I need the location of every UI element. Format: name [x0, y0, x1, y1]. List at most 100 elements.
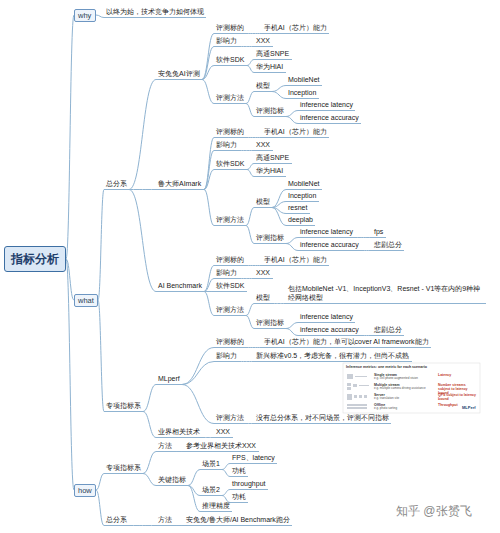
topic: 手机AI（芯片）能力 [262, 127, 329, 138]
topic: 专项指标系 [104, 463, 143, 474]
branch-line [246, 33, 262, 34]
branch-line [239, 361, 254, 362]
topic-text: inference accuracy [300, 113, 359, 122]
topic-text: 评测标的 [216, 255, 244, 264]
branch-line [174, 451, 184, 452]
branch-line [247, 60, 254, 66]
topic-text: 指标分析 [11, 252, 59, 266]
branch-line [246, 226, 254, 244]
topic: 高通SNPE [254, 153, 292, 164]
topic: 总分系 [104, 515, 129, 526]
scenario-example: e.g. photo sorting [374, 407, 397, 410]
topic-text: 推理精度 [202, 501, 230, 510]
topic-text: 评测指标 [256, 318, 284, 327]
topic: 评测方法 [214, 305, 246, 316]
topic-text: 评测方法 [216, 93, 244, 102]
topic: MobileNet [286, 179, 322, 190]
branch-line [355, 237, 372, 238]
topic: 模型 [254, 81, 272, 92]
topic-text: 华为HiAI [256, 62, 284, 71]
branch-topic: why [74, 9, 96, 22]
topic: 华为HiAI [254, 166, 286, 177]
topic: deeplab [286, 215, 315, 226]
topic: 评测指标 [254, 106, 286, 117]
branch-line [246, 304, 254, 316]
topic-text: 以终为始，技术竞争力如何体现 [106, 7, 204, 16]
topic-text: how [78, 486, 92, 495]
topic-text: 新兴标准v0.5，考虑完备，很有潜力，但尚不成熟 [256, 351, 410, 360]
topic-text: resnet [288, 203, 308, 212]
topic: 功耗 [230, 466, 248, 477]
branch-line [129, 80, 156, 190]
topic-text: inference latency [300, 312, 353, 321]
topic-text: what [78, 296, 94, 305]
topic-text: 高通SNPE [256, 153, 290, 162]
topic: inference latency [298, 227, 355, 238]
topic-text: 方法 [158, 441, 172, 450]
topic: 推理精度 [200, 501, 232, 512]
branch-line [246, 104, 254, 117]
branch-line [204, 292, 214, 316]
topic: 以终为始，技术竞争力如何体现 [104, 7, 206, 18]
topic: 软件SDK [214, 159, 247, 170]
topic-text: 包括MobileNet -V1、InceptionV3、Resnet - V1等… [288, 284, 484, 302]
topic-text: 安兔兔AI评测 [158, 69, 200, 78]
scenario-metric: Latency [438, 373, 451, 377]
topic-text: 功耗 [232, 466, 246, 475]
topic: 软件SDK [214, 55, 247, 66]
root-topic: 指标分析 [4, 246, 66, 272]
branch-line [246, 265, 262, 266]
topic-text: 悲剧总分 [374, 325, 402, 334]
topic-text: 参考业界相关技术XXX [186, 441, 257, 450]
topic-text: 手机AI（芯片）能力 [264, 255, 327, 264]
scenario-metric: Throughput [438, 403, 458, 407]
topic-text: 专项指标系 [106, 463, 141, 472]
topic-text: 评测方法 [216, 215, 244, 224]
topic-text: 评测标的 [216, 23, 244, 32]
topic-text: 关键指标 [158, 475, 186, 484]
topic: 手机AI（芯片）能力，单可以cover AI framework能力 [262, 337, 431, 348]
branch-line [272, 202, 286, 208]
topic-text: MobileNet [288, 179, 320, 188]
topic: inference accuracy [298, 113, 361, 124]
topic-text: 影响力 [216, 351, 237, 360]
topic-text: 专项指标系 [106, 401, 141, 410]
topic: 影响力 [214, 268, 239, 279]
scenario-example: e.g. translation site [374, 397, 399, 400]
branch-line [129, 189, 156, 190]
topic: 模型 [254, 197, 272, 208]
scenario-metric: QPS subject to latency bound [438, 393, 476, 401]
branch-line [246, 137, 262, 138]
scenario-example: e.g. multiple camera driving assistance [374, 387, 426, 390]
branch-line [202, 47, 214, 80]
branch-line [222, 464, 230, 470]
topic: 没有总分体系，对不同场景，评测不同指标 [254, 413, 391, 424]
branch-line [239, 150, 254, 151]
topic: 评测标的 [214, 23, 246, 34]
topic: 评测方法 [214, 215, 246, 226]
branch-line [182, 362, 214, 385]
topic: 模型 [254, 293, 272, 304]
branch-line [188, 470, 200, 486]
topic-text: 功耗 [232, 492, 246, 501]
branch-line [272, 303, 286, 304]
topic-text: inference latency [300, 100, 353, 109]
topic: inference accuracy [298, 240, 361, 251]
topic-text: 评测方法 [216, 305, 244, 314]
branch-line [272, 92, 286, 99]
branch-topic: how [74, 484, 96, 497]
figure-frame [343, 363, 480, 413]
topic-text: 影响力 [216, 268, 237, 277]
branch-topic: what [74, 294, 98, 307]
branch-line [204, 170, 214, 190]
branch-line [98, 190, 104, 301]
branch-line [286, 238, 298, 244]
topic: 鲁大师AImark [156, 179, 204, 190]
topic: 功耗 [230, 492, 248, 503]
topic: 场景2 [200, 485, 222, 496]
branch-line [247, 170, 254, 177]
branch-line [204, 151, 214, 190]
topic-text: Inception [288, 88, 317, 97]
